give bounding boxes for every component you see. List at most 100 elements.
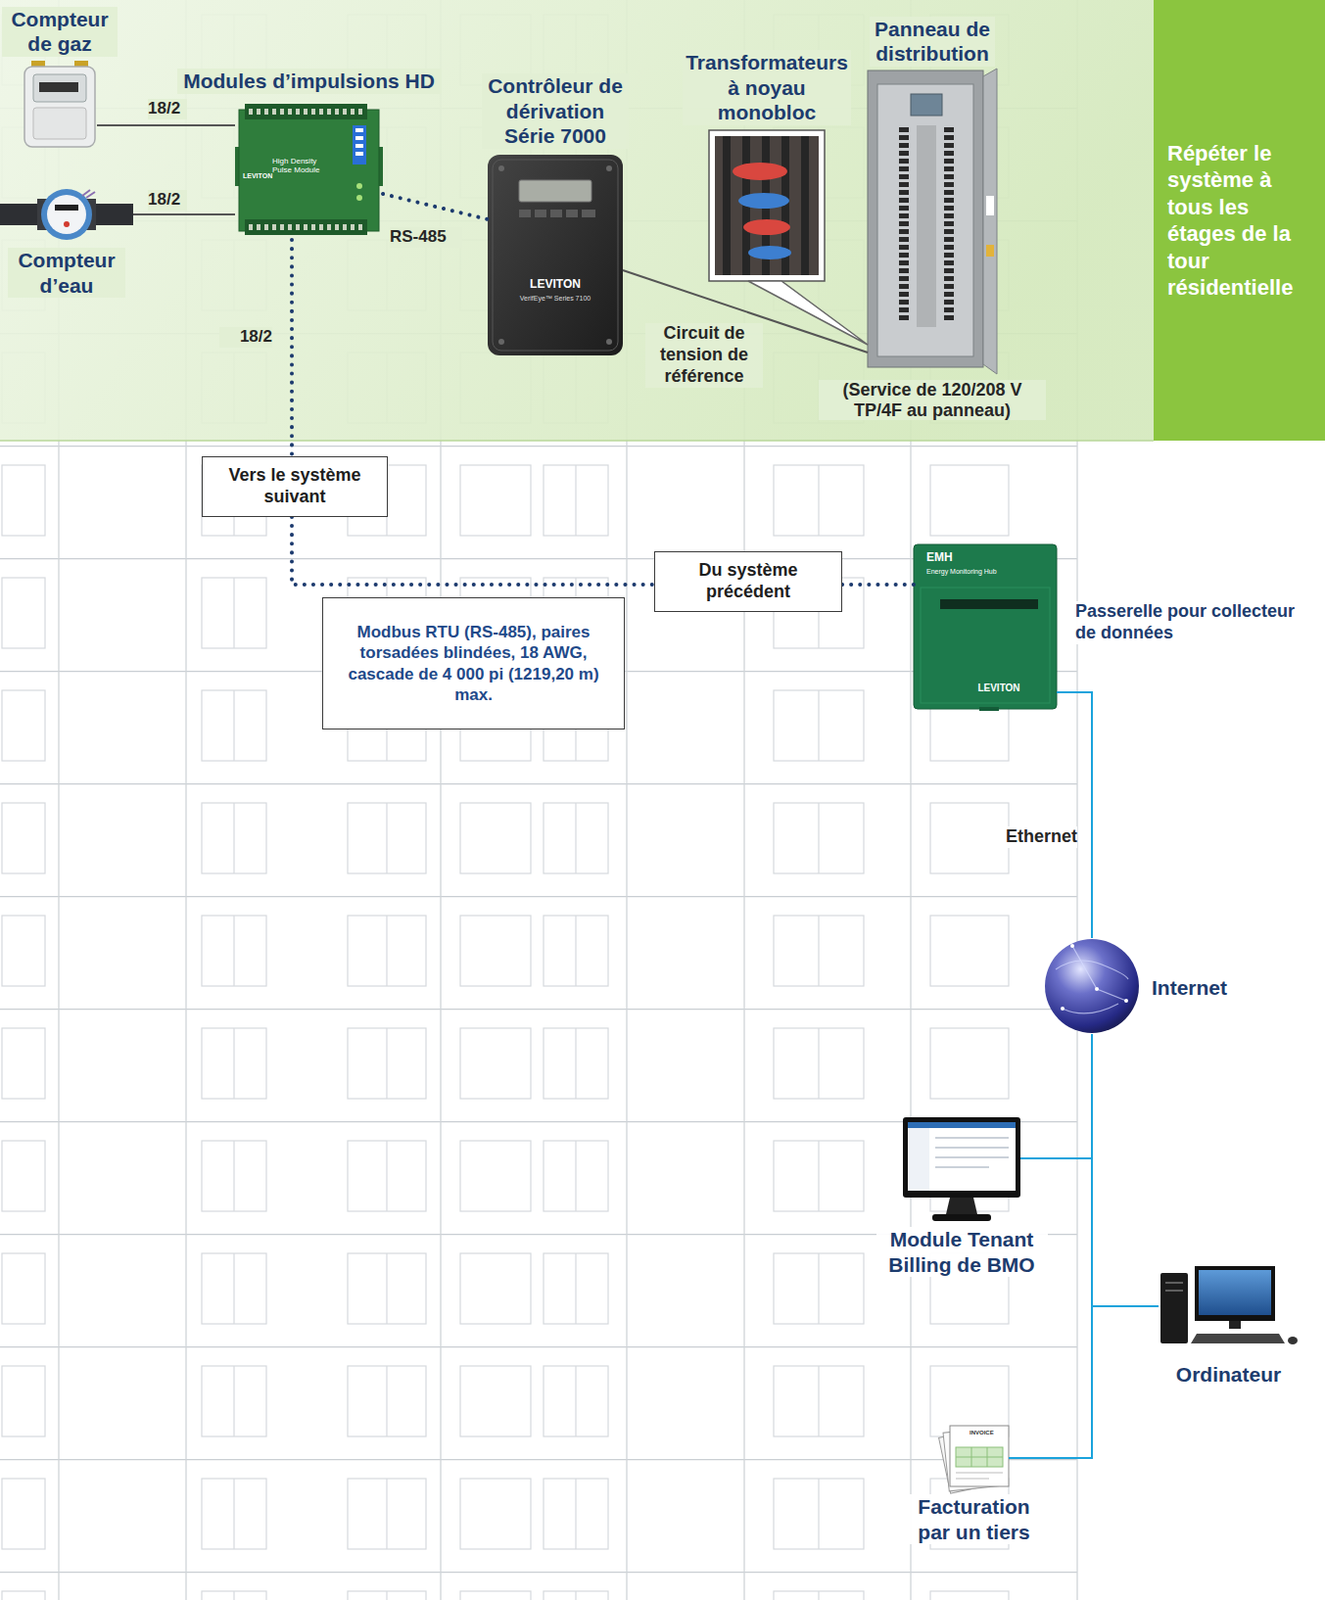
panel-node: Panneau de distribution (867, 70, 997, 368)
internet-globe (1055, 946, 1129, 1014)
connector (1091, 1034, 1159, 1307)
invoice-picture (955, 1472, 1003, 1474)
device-heading: Panneau de distribution (869, 16, 995, 67)
device-heading: Transformateurs à noyau monobloc (682, 49, 852, 126)
pulse-module-picture (355, 136, 364, 141)
gateway-picture (920, 587, 1050, 704)
invoice-picture (955, 1478, 990, 1480)
invoice-picture (955, 1447, 1003, 1467)
internet-globe (1070, 944, 1075, 948)
water-meter-node: Compteur d’eau (0, 189, 134, 240)
gateway-picture (913, 544, 1057, 711)
label-slot: 18/2 (147, 189, 188, 211)
pulse-module-picture (356, 194, 363, 201)
monitor-picture (946, 1197, 978, 1215)
label-slot: Circuit de tension de référence (645, 323, 763, 388)
distribution-panel-picture (983, 68, 997, 375)
invoice-picture (939, 1425, 1009, 1494)
pulse-module-picture (352, 125, 367, 165)
branch-controller-picture (581, 209, 596, 218)
repeat-band: Répéter le système à tous les étages de … (1153, 0, 1325, 441)
monitor-picture (935, 1166, 990, 1169)
invoice-picture (955, 1457, 1003, 1459)
water-meter-picture (63, 221, 70, 228)
internet-globe (1044, 939, 1139, 1034)
box-text: Du système précédent (664, 560, 832, 604)
edge-label: RS-485 (389, 227, 463, 248)
transformer-photo (722, 136, 731, 276)
label-slot: LEVITON (242, 172, 273, 181)
device-heading: Contrôleur de dérivation Série 7000 (481, 73, 629, 149)
device-heading: Passerelle pour collecteur de données (1075, 601, 1306, 645)
device-heading: Compteur d’eau (7, 247, 126, 298)
edge-label: 18/2 (147, 98, 188, 120)
branch-controller-picture (498, 338, 505, 345)
computer-picture (1165, 1282, 1184, 1291)
computer-picture (1198, 1270, 1272, 1316)
branch-controller-picture (606, 165, 613, 172)
gas-meter-picture (39, 82, 79, 93)
pulse-module-picture (248, 108, 365, 115)
distribution-panel-picture (867, 68, 997, 375)
edge-label: 18/2 (219, 327, 273, 348)
pulse-module-picture (235, 103, 383, 236)
monitor-picture (932, 1214, 992, 1222)
label-slot: 18/2 (147, 98, 188, 120)
gas-meter-node: Compteur de gaz (22, 60, 97, 149)
green-band (0, 0, 1154, 441)
water-meter-picture (54, 204, 79, 211)
connector (289, 239, 294, 457)
monitor-picture (935, 1156, 1009, 1159)
internet-globe (1060, 1006, 1065, 1011)
computer-picture (1165, 1289, 1184, 1292)
gas-meter-picture (33, 74, 87, 102)
device-heading: Ordinateur (1155, 1362, 1303, 1388)
label-slot: INVOICE (969, 1429, 1007, 1437)
monitor-picture (935, 1137, 1009, 1168)
internet-globe (1094, 987, 1099, 992)
invoice-picture (949, 1425, 1009, 1487)
computer-picture (1229, 1321, 1241, 1329)
transformer-node: Transformateurs à noyau monobloc (709, 130, 825, 282)
gas-meter-picture (24, 66, 95, 147)
distribution-panel-picture (899, 127, 909, 324)
internet-globe (1044, 939, 1139, 1034)
transformer-photo (748, 245, 792, 260)
pulse-module-picture (244, 103, 368, 120)
connector (96, 124, 236, 127)
label-slot: Ethernet (982, 826, 1078, 849)
device-print: EMH (926, 551, 966, 566)
computer-picture (1160, 1266, 1298, 1345)
connector (382, 193, 488, 220)
connector (1020, 1034, 1092, 1159)
transformer-photo (801, 136, 809, 276)
device-logo: LEVITON (969, 682, 1029, 695)
pulse-module-picture (248, 224, 365, 231)
internet-globe (1060, 944, 1129, 1011)
monitor-picture (935, 1146, 1009, 1149)
computer-picture (1165, 1281, 1184, 1284)
transformer-photo (726, 136, 805, 276)
invoice-picture (955, 1472, 1003, 1479)
label-slot: EMH (926, 551, 966, 566)
branch-controller-picture (487, 154, 623, 356)
edge-label: Circuit de tension de référence (645, 323, 763, 388)
device-logo: LEVITON (506, 278, 605, 292)
distribution-panel-picture (986, 244, 994, 257)
distribution-panel-picture (910, 94, 943, 116)
device-heading: Module Tenant Billing de BMO (876, 1227, 1048, 1278)
distribution-panel-picture (944, 127, 954, 324)
green-band (0, 0, 1154, 441)
invoice-print: INVOICE (969, 1429, 1007, 1437)
transformer-photo (743, 219, 791, 236)
device-heading: Facturation par un tiers (905, 1494, 1043, 1545)
pulse-module-picture (238, 109, 379, 232)
edge-label: Ethernet (982, 826, 1078, 849)
transformer-photo (709, 130, 825, 282)
device-print: VerifEye™ Series 7100 (496, 294, 615, 303)
computer-picture (1190, 1333, 1285, 1344)
cable-note-box: Modbus RTU (RS-485), paires torsadées bl… (322, 597, 625, 730)
device-heading: Modules d’impulsions HD (177, 68, 442, 95)
label-slot: RS-485 (389, 227, 463, 248)
